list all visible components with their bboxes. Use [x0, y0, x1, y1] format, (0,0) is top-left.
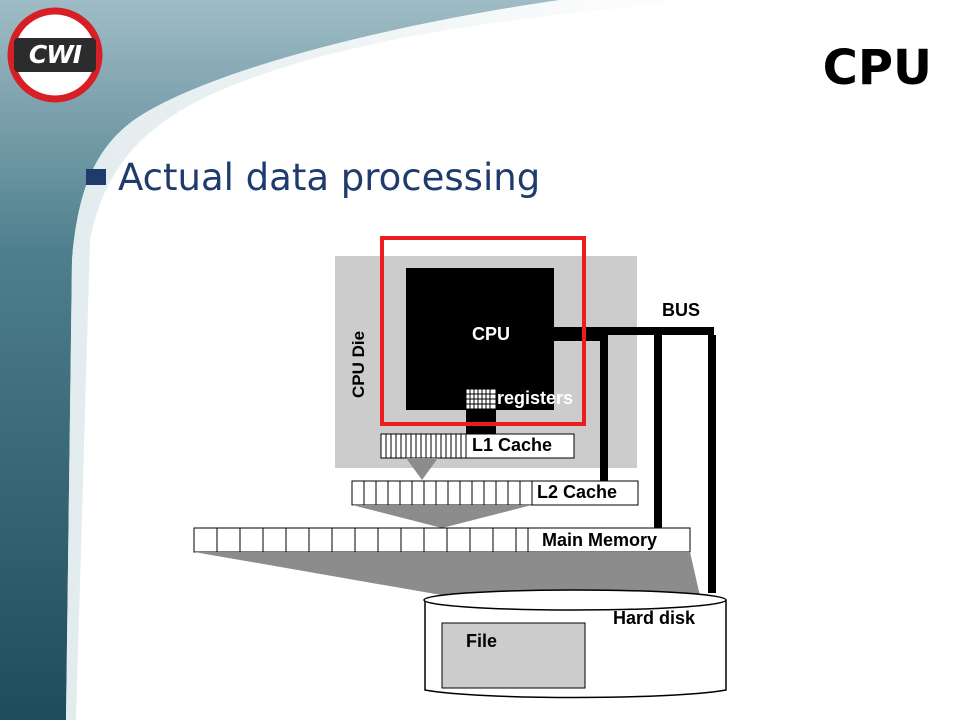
cpu-die-label: CPU Die [349, 331, 368, 398]
hard-disk-label: Hard disk [613, 608, 696, 628]
registers-label: registers [497, 388, 573, 408]
cpu-label: CPU [472, 324, 510, 344]
slide-title: CPU [822, 40, 932, 96]
cpu-block [406, 268, 554, 410]
cpu-l1-connector [466, 409, 496, 434]
main-memory-label: Main Memory [542, 530, 657, 550]
square-bullet-icon [86, 169, 106, 185]
l1-cache-block [380, 433, 575, 459]
bus-lines [554, 327, 716, 593]
logo-text: CWI [28, 40, 82, 69]
cpu-highlight-box [380, 236, 586, 426]
main-memory-block [193, 527, 691, 553]
l1-cache-label: L1 Cache [472, 435, 552, 455]
l2-memory-funnel [352, 505, 532, 528]
bus-label: BUS [662, 300, 700, 320]
bullet-text: Actual data processing [118, 155, 541, 199]
l1-l2-funnel [406, 458, 438, 480]
hard-disk-top [423, 589, 727, 611]
logo-ring-icon [7, 7, 103, 103]
memory-disk-funnel [194, 552, 700, 600]
l2-cache-label: L2 Cache [537, 482, 617, 502]
file-block [441, 622, 586, 689]
cwi-logo: CWI [4, 4, 106, 106]
bullet-item: Actual data processing [86, 152, 540, 202]
file-label: File [466, 631, 497, 651]
